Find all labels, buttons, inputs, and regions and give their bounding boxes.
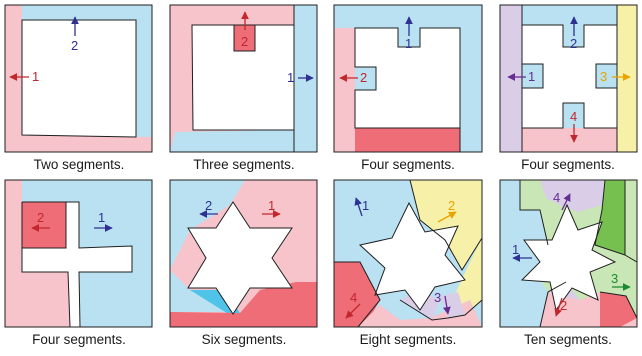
label-4: 4 — [350, 290, 357, 305]
arrow-2 — [437, 211, 457, 223]
label-2: 2 — [37, 210, 44, 225]
label-1: 1 — [528, 69, 535, 84]
segment-4-region — [540, 180, 605, 212]
segment-2-region — [170, 180, 245, 270]
arrow-4 — [345, 303, 361, 319]
label-2: 2 — [205, 198, 212, 213]
panel-2: 1 2 — [169, 4, 318, 153]
panel-6: 1 2 — [169, 179, 318, 328]
panel-8: 1 2 3 4 — [499, 179, 638, 328]
seam — [399, 299, 483, 321]
caption-panel-2: Three segments. — [193, 157, 295, 172]
hole — [358, 201, 466, 311]
seam — [519, 180, 549, 246]
label-1: 1 — [287, 70, 294, 85]
segment-3-lower — [5, 272, 70, 327]
segment-pink-bottom — [358, 300, 482, 327]
caption-panel-5: Four segments. — [32, 332, 126, 347]
label-1: 1 — [98, 210, 105, 225]
arrow-1 — [354, 197, 363, 217]
segment-4-region — [522, 128, 617, 152]
label-1: 1 — [268, 198, 275, 213]
caption-panel-7: Eight segments. — [359, 332, 457, 347]
outer-border — [499, 4, 638, 153]
segment-3-region — [355, 128, 460, 152]
label-4: 4 — [570, 109, 577, 124]
segment-2-region — [410, 180, 482, 270]
label-1: 1 — [32, 69, 39, 84]
arrow-3 — [442, 295, 451, 315]
hole — [21, 19, 137, 138]
segment-red-bottom — [600, 292, 637, 327]
segment-2-region — [334, 28, 355, 152]
seam — [599, 291, 638, 319]
caption-panel-1: Two segments. — [33, 157, 125, 172]
arrow-4 — [561, 193, 571, 211]
caption-panel-8: Ten segments. — [524, 332, 612, 347]
caption-panel-3: Four segments. — [361, 157, 455, 172]
label-2: 2 — [560, 298, 567, 313]
outer-border — [169, 179, 318, 328]
label-2: 2 — [71, 38, 78, 53]
seam — [624, 180, 638, 263]
label-1: 1 — [405, 36, 412, 51]
segment-2-region — [22, 202, 66, 248]
label-1: 1 — [362, 198, 369, 213]
label-2: 2 — [570, 36, 577, 51]
label-3: 3 — [611, 271, 618, 286]
arrow-2 — [554, 297, 563, 317]
outer-border — [4, 179, 153, 328]
segment-red-bottom — [170, 282, 317, 327]
panel-4: 1 2 3 4 — [499, 4, 638, 153]
segment-blue-lower — [520, 272, 548, 327]
segment-1-region — [500, 180, 548, 327]
label-3: 3 — [434, 290, 441, 305]
seam — [594, 179, 626, 256]
seam — [409, 179, 483, 271]
segment-green-right — [595, 180, 625, 255]
outer-border — [4, 4, 153, 153]
outer-border — [333, 179, 483, 328]
outer-border — [499, 179, 638, 328]
hole — [191, 24, 295, 131]
label-4: 4 — [553, 190, 560, 205]
caption-panel-6: Six segments. — [201, 332, 287, 347]
outer-border — [333, 4, 483, 153]
segment-1-region — [5, 5, 152, 152]
segment-3-region — [617, 5, 637, 152]
seam — [334, 261, 381, 328]
label-3: 3 — [600, 69, 607, 84]
label-1: 1 — [512, 242, 519, 257]
panel-1: 1 2 — [4, 4, 153, 153]
segment-yellow-lower — [456, 238, 482, 315]
outer-border — [169, 4, 318, 153]
panel-5: 1 2 — [4, 179, 153, 328]
label-2: 2 — [360, 70, 367, 85]
label-2: 2 — [241, 34, 248, 49]
panel-7: 1 2 3 4 — [333, 179, 483, 328]
label-2: 2 — [448, 198, 455, 213]
hole — [187, 201, 293, 315]
panel-3: 1 2 — [333, 4, 483, 153]
caption-panel-4: Four segments. — [521, 157, 615, 172]
segment-1-region — [500, 5, 522, 152]
seam — [539, 281, 567, 328]
hole — [520, 203, 617, 312]
